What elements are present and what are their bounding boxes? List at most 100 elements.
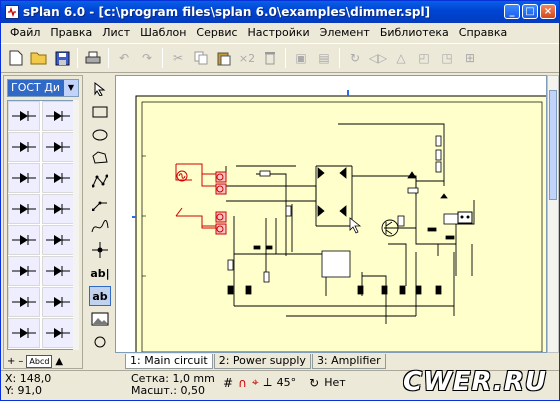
rotate-snap-icon[interactable]: ↻ bbox=[309, 375, 320, 390]
zoom-scale[interactable]: Масшт.: 0,50 bbox=[131, 384, 205, 397]
library-component[interactable] bbox=[8, 287, 40, 317]
grid-toggle-icon[interactable]: # bbox=[223, 375, 234, 390]
polygon-icon[interactable] bbox=[89, 148, 111, 168]
polyline-icon[interactable] bbox=[89, 171, 111, 191]
library-component[interactable] bbox=[42, 225, 74, 255]
diode-symbol-icon bbox=[12, 235, 36, 245]
add-library-button[interactable]: + bbox=[7, 355, 16, 367]
toolbar-separator bbox=[162, 48, 163, 68]
junction-icon[interactable] bbox=[89, 240, 111, 260]
library-component[interactable] bbox=[8, 318, 40, 348]
tab-amplifier[interactable]: 3: Amplifier bbox=[311, 354, 386, 369]
library-component[interactable] bbox=[42, 287, 74, 317]
library-component[interactable] bbox=[8, 132, 40, 162]
library-component[interactable] bbox=[42, 163, 74, 193]
library-component[interactable] bbox=[42, 256, 74, 286]
library-component[interactable] bbox=[8, 194, 40, 224]
mirror-vertical-icon[interactable]: △ bbox=[396, 51, 406, 65]
menu-element[interactable]: Элемент bbox=[319, 26, 370, 39]
library-dropdown[interactable]: ГОСТ Ди ▼ bbox=[7, 79, 79, 97]
library-labels-toggle[interactable]: Abcd bbox=[26, 354, 53, 368]
diode-symbol-icon bbox=[12, 266, 36, 276]
library-panel: ГОСТ Ди ▼ + – Abcd ▲ bbox=[3, 75, 83, 369]
library-component[interactable] bbox=[8, 101, 40, 131]
delete-icon[interactable] bbox=[259, 47, 281, 69]
tab-power-supply[interactable]: 2: Power supply bbox=[213, 354, 311, 369]
line-icon[interactable] bbox=[89, 194, 111, 214]
cut-icon[interactable]: ✂ bbox=[172, 51, 184, 65]
app-icon bbox=[5, 5, 19, 19]
scrollbar-thumb[interactable] bbox=[549, 90, 557, 200]
menu-help[interactable]: Справка bbox=[458, 26, 508, 39]
ungroup-icon[interactable]: ◳ bbox=[441, 51, 453, 65]
diode-symbol-icon bbox=[12, 142, 36, 152]
print-icon[interactable] bbox=[82, 47, 104, 69]
snap-value[interactable]: Нет bbox=[324, 376, 346, 389]
diode-symbol-icon bbox=[46, 173, 70, 183]
library-component[interactable] bbox=[42, 194, 74, 224]
library-scrollbar[interactable] bbox=[73, 100, 79, 350]
rotate-icon[interactable]: ↻ bbox=[349, 51, 361, 65]
drawing-canvas[interactable] bbox=[115, 75, 547, 353]
menu-edit[interactable]: Правка bbox=[50, 26, 93, 39]
magnet-snap-icon[interactable]: ∩ bbox=[238, 375, 247, 390]
image-icon[interactable] bbox=[89, 309, 111, 329]
library-selected-value: ГОСТ Ди bbox=[11, 81, 61, 94]
measure-icon[interactable] bbox=[89, 332, 111, 352]
bezier-icon[interactable] bbox=[89, 217, 111, 237]
paste-icon[interactable] bbox=[213, 47, 235, 69]
menu-file[interactable]: Файл bbox=[10, 26, 41, 39]
title-bar[interactable]: sPlan 6.0 - [c:\program files\splan 6.0\… bbox=[1, 1, 559, 23]
maximize-button[interactable]: □ bbox=[522, 4, 538, 19]
remove-library-button[interactable]: – bbox=[18, 355, 24, 367]
library-component[interactable] bbox=[42, 132, 74, 162]
vertical-scrollbar[interactable] bbox=[547, 75, 559, 353]
menu-template[interactable]: Шаблон bbox=[140, 26, 187, 39]
main-toolbar: ↶ ↷ ✂ ×2 ▣ ▤ ↻ ◁▷ △ ◰ ◳ ⊞ bbox=[1, 43, 559, 73]
library-component[interactable] bbox=[8, 256, 40, 286]
align-icon[interactable]: ⊞ bbox=[464, 51, 476, 65]
text-tool[interactable]: ab| bbox=[90, 266, 110, 280]
library-component-list[interactable] bbox=[7, 100, 75, 350]
text-box-tool[interactable]: ab bbox=[89, 286, 111, 306]
copy-x2-button[interactable]: ×2 bbox=[238, 51, 256, 65]
menu-sheet[interactable]: Лист bbox=[102, 26, 131, 39]
select-arrow-icon[interactable] bbox=[89, 79, 111, 99]
open-folder-icon[interactable] bbox=[28, 47, 50, 69]
library-component[interactable] bbox=[8, 163, 40, 193]
minimize-button[interactable]: _ bbox=[504, 4, 520, 19]
bring-front-icon[interactable]: ▣ bbox=[295, 51, 307, 65]
grid-info: Сетка: 1,0 mm Масшт.: 0,50 bbox=[131, 373, 215, 397]
library-component[interactable] bbox=[42, 318, 74, 348]
send-back-icon[interactable]: ▤ bbox=[318, 51, 330, 65]
schematic[interactable] bbox=[116, 76, 547, 353]
copy-icon[interactable] bbox=[190, 47, 212, 69]
chevron-down-icon[interactable]: ▼ bbox=[64, 80, 78, 96]
toolbar-separator bbox=[339, 48, 340, 68]
pin-icon[interactable]: ⌖ bbox=[251, 375, 259, 389]
menu-library[interactable]: Библиотека bbox=[379, 26, 449, 39]
mirror-horizontal-icon[interactable]: ◁▷ bbox=[368, 51, 388, 65]
rectangle-icon[interactable] bbox=[89, 102, 111, 122]
group-icon[interactable]: ◰ bbox=[418, 51, 430, 65]
grid-size[interactable]: Сетка: 1,0 mm bbox=[131, 372, 215, 385]
undo-icon[interactable]: ↶ bbox=[118, 51, 130, 65]
menu-bar: Файл Правка Лист Шаблон Сервис Настройки… bbox=[1, 23, 559, 43]
angle-snap-icon[interactable]: ⟂ bbox=[263, 375, 272, 389]
menu-settings[interactable]: Настройки bbox=[247, 26, 310, 39]
diode-symbol-icon bbox=[46, 297, 70, 307]
tab-main-circuit[interactable]: 1: Main circuit bbox=[125, 354, 213, 369]
close-button[interactable]: × bbox=[540, 4, 556, 19]
new-file-icon[interactable] bbox=[5, 47, 27, 69]
menu-service[interactable]: Сервис bbox=[196, 26, 238, 39]
save-icon[interactable] bbox=[51, 47, 73, 69]
library-component[interactable] bbox=[8, 225, 40, 255]
library-up-button[interactable]: ▲ bbox=[55, 355, 64, 367]
ellipse-icon[interactable] bbox=[89, 125, 111, 145]
diode-symbol-icon bbox=[46, 328, 70, 338]
toolbar-separator bbox=[77, 48, 78, 68]
library-component[interactable] bbox=[42, 101, 74, 131]
angle-value[interactable]: 45° bbox=[276, 376, 297, 389]
redo-icon[interactable]: ↷ bbox=[141, 51, 153, 65]
